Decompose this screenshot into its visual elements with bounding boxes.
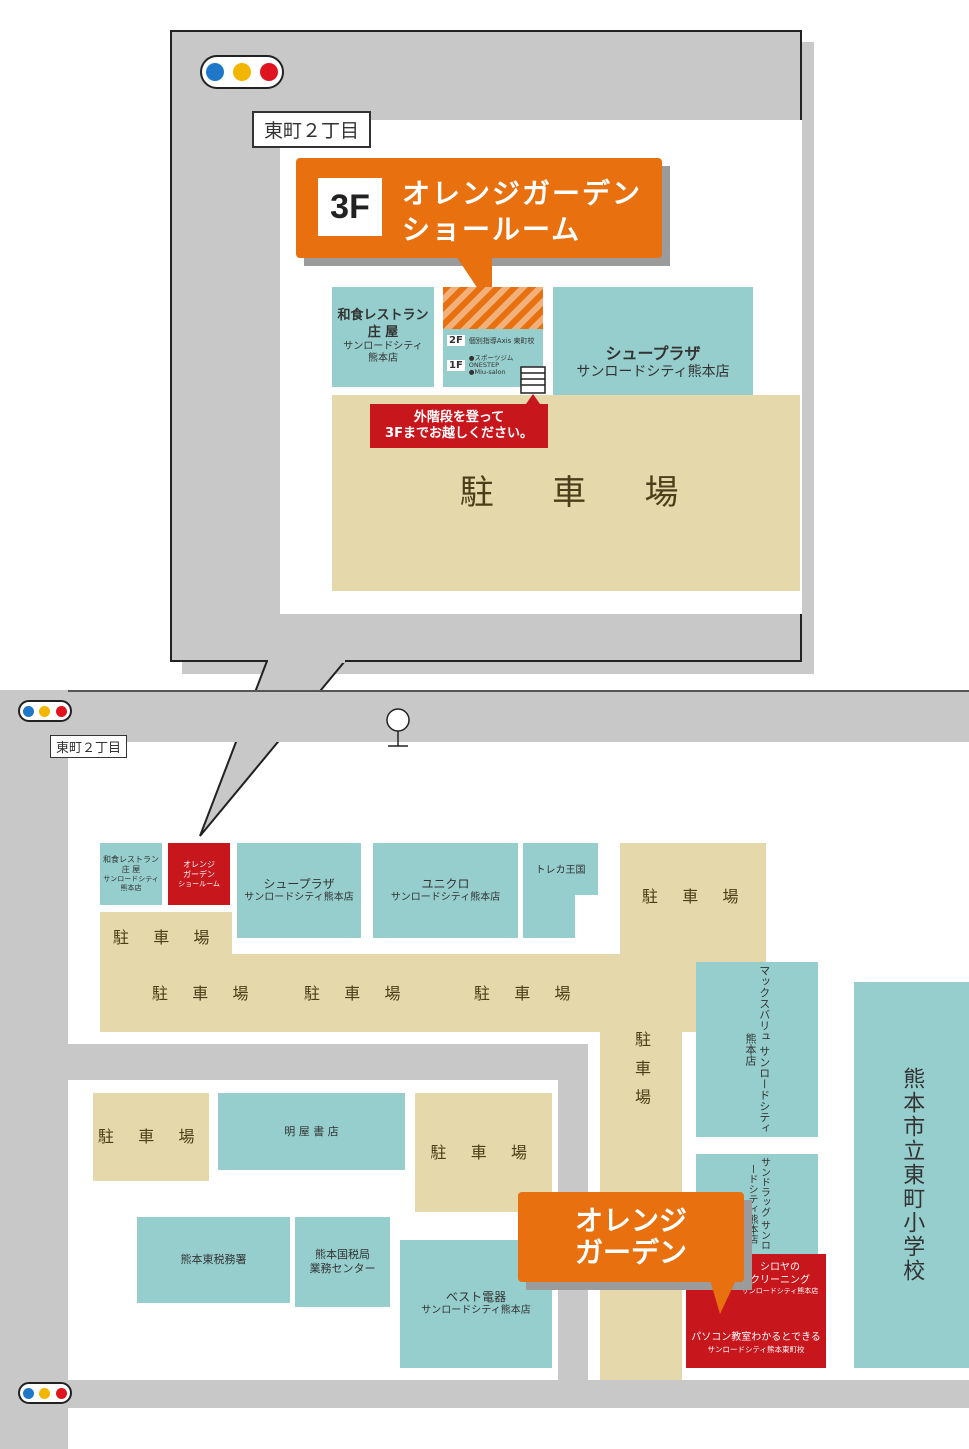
road-bottom [0, 1380, 969, 1408]
parking-label: 駐 車 場 [151, 984, 259, 1003]
tax-office: 熊本東税務署 [137, 1217, 290, 1303]
callout-pointer [710, 1280, 736, 1314]
parking-strip [100, 912, 232, 954]
shiroya-cleaning: シロヤの クリーニング サンロードシティ熊本店 パソコン教室わかるとできる サン… [686, 1254, 826, 1368]
road-top-edge [0, 690, 969, 692]
bus-stop-icon [386, 708, 410, 747]
parking-label: 駐 車 場 [112, 928, 220, 947]
showroom-callout: 3F オレンジガーデン ショールーム [296, 158, 662, 258]
elementary-school: 熊本市立東町小学校 [854, 982, 969, 1368]
floor-2f-row: 2F 個別指導Axis 東町校 [447, 335, 535, 346]
road-mid [68, 1044, 588, 1080]
parking-strip [620, 843, 766, 954]
parking-label: 駐 車 場 [641, 887, 749, 906]
intersection-sign: 東町２丁目 [50, 735, 128, 758]
floor-badge: 3F [318, 178, 382, 236]
kokuzei-center: 熊本国税局業務センター [295, 1217, 390, 1307]
intersection-sign: 東町２丁目 [252, 111, 372, 148]
parking-strip [620, 954, 682, 1044]
washoku-restaurant: 和食レストラン庄 屋 サンロードシティ熊本店 [100, 843, 162, 905]
floor-1f-row: 1F ●スポーツジムONESTEP ●Miu-salon [447, 354, 514, 377]
orange-garden-showroom-building: オレンジガーデンショールーム [168, 843, 230, 905]
showroom-3f-hatch [443, 287, 543, 329]
toreka-oukoku: トレカ王国 [523, 843, 598, 938]
inset-washoku-restaurant: 和食レストラン 庄 屋 サンロードシティ 熊本店 [332, 287, 434, 387]
parking-label: 駐 車 場 [93, 1093, 209, 1181]
orange-garden-callout: オレンジガーデン [518, 1192, 744, 1282]
akeya-bookstore: 明 屋 書 店 [218, 1093, 405, 1170]
stairs-instruction: 外階段を登って 3Fまでお越しください。 [370, 404, 548, 448]
parking-label: 駐車場 [632, 1030, 651, 1118]
traffic-signal-icon [200, 55, 284, 89]
inset-pointer [199, 659, 348, 837]
parking-label: 駐 車 場 [473, 984, 581, 1003]
uniqlo: ユニクロサンロードシティ熊本店 [373, 843, 518, 938]
road-lower-teal-gap [68, 1044, 98, 1080]
callout-title-line1: オレンジガーデン [402, 177, 643, 210]
maxvalu: マックスバリュ サンロードシティ熊本店 [696, 962, 818, 1137]
traffic-signal-icon [18, 700, 72, 722]
traffic-signal-icon [18, 1382, 72, 1404]
road-left [0, 690, 68, 1449]
callout-title-line2: ショールーム [402, 213, 582, 246]
parking-label: 駐 車 場 [303, 984, 411, 1003]
shoe-plaza: シュープラザサンロードシティ熊本店 [237, 843, 361, 938]
road-top [0, 690, 969, 742]
inset-parking-right [553, 463, 800, 464]
